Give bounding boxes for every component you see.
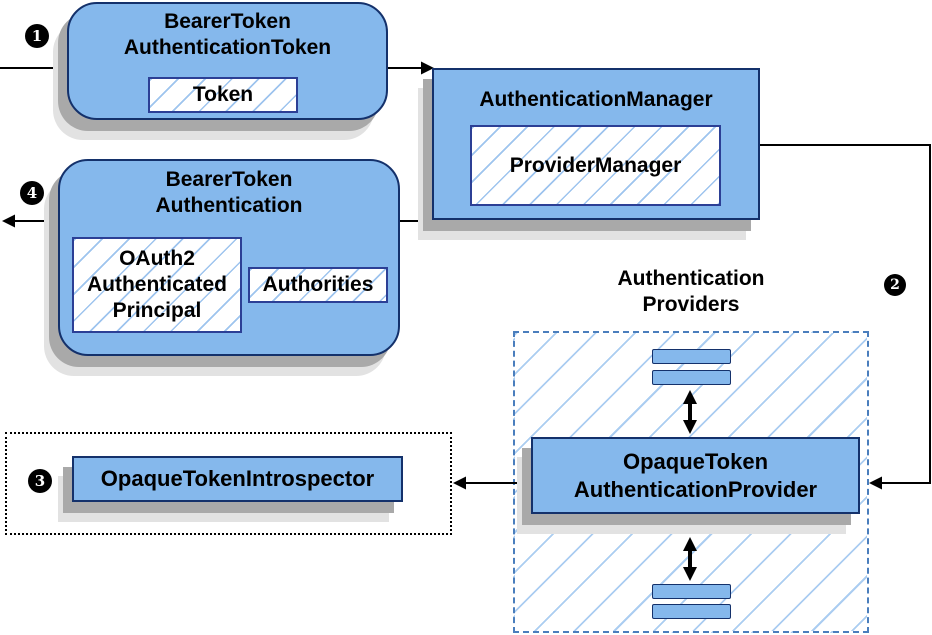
provider-manager-label: ProviderManager (509, 153, 682, 177)
authentication-manager-title: AuthenticationManager (479, 88, 713, 111)
step-badge-2: 2 (884, 274, 906, 296)
bearer-token-authentication-title-line1: BearerToken (165, 168, 293, 191)
node-bearer-token-authentication-token-title: BearerToken AuthenticationToken (67, 9, 388, 61)
opaque-token-introspector-label: OpaqueTokenIntrospector (100, 466, 375, 491)
authentication-providers-label-line1: Authentication (617, 267, 765, 290)
bearer-token-authentication-title-line2: Authentication (155, 194, 303, 217)
provider-manager-inner-box: ProviderManager (470, 125, 721, 206)
step-badge-1: 1 (25, 24, 49, 48)
authorities-inner-box: Authorities (248, 267, 388, 303)
arrow-bearer-token-authentication-out (2, 214, 58, 228)
provider-stack-bar-bottom-2 (652, 604, 731, 619)
node-bearer-token-authentication-title: BearerToken Authentication (58, 167, 400, 219)
arrow-token-to-authentication-manager (387, 61, 434, 75)
principal-label-line3: Principal (112, 299, 202, 322)
authorities-label: Authorities (262, 273, 374, 296)
authentication-providers-label-line2: Providers (642, 293, 740, 316)
oauth2-authenticated-principal-inner-box: OAuth2 Authenticated Principal (72, 237, 242, 333)
node-opaque-token-authentication-provider: OpaqueToken AuthenticationProvider (531, 437, 860, 514)
opaque-token-authentication-provider-line1: OpaqueToken (622, 448, 769, 474)
provider-stack-bar-bottom-1 (652, 584, 731, 599)
provider-stack-bar-top-1 (652, 349, 731, 364)
node-authentication-manager-title: AuthenticationManager (432, 87, 760, 113)
principal-label-line1: OAuth2 (119, 247, 195, 270)
opaque-token-authentication-provider-line2: AuthenticationProvider (573, 476, 818, 502)
node-opaque-token-introspector: OpaqueTokenIntrospector (72, 456, 403, 502)
bearer-token-authentication-token-title-line1: BearerToken (164, 10, 291, 33)
provider-stack-bar-top-2 (652, 370, 731, 385)
authentication-providers-label: Authentication Providers (586, 266, 796, 318)
token-inner-box: Token (148, 77, 298, 113)
step-badge-3: 3 (28, 469, 52, 493)
principal-label-line2: Authenticated (86, 273, 227, 296)
token-label: Token (192, 83, 254, 106)
bearer-token-authentication-token-title-line2: AuthenticationToken (123, 36, 332, 59)
step-badge-4: 4 (20, 181, 44, 205)
